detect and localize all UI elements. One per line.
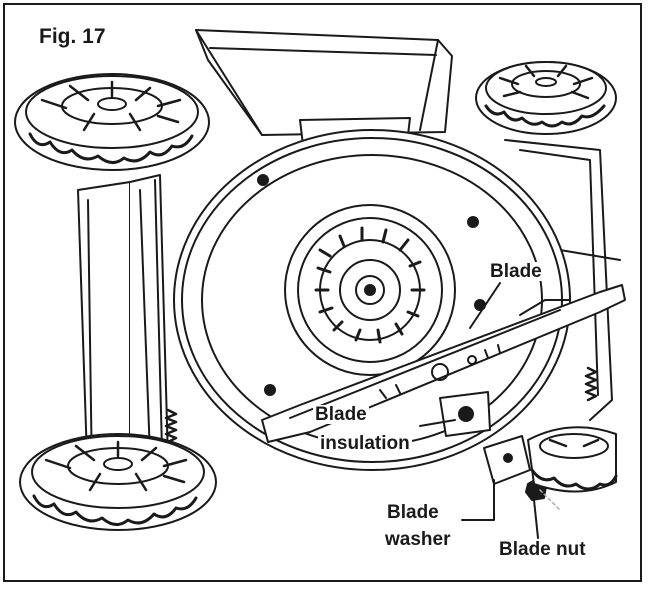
wheel-front-left	[14, 73, 210, 171]
blade-washer	[483, 435, 531, 485]
leader-blade-insulation	[419, 419, 456, 427]
blade-insulation-block	[439, 391, 491, 437]
label-blade-insulation-line1: Blade	[313, 404, 369, 425]
label-blade-insulation-line2: insulation	[318, 433, 412, 454]
leader-blade-washer	[461, 479, 495, 521]
label-blade: Blade	[488, 261, 544, 282]
label-blade-washer-line2: washer	[383, 529, 453, 550]
motor-housing	[284, 204, 456, 376]
wheel-rear-left	[19, 433, 217, 531]
wheel-rear-right	[527, 426, 618, 493]
leader-lines	[419, 282, 539, 539]
blade	[261, 284, 626, 443]
leader-blade	[469, 282, 501, 329]
wheel-front-right	[475, 61, 617, 135]
leader-blade-nut	[533, 499, 539, 539]
label-blade-nut: Blade nut	[497, 539, 588, 560]
rear-flap	[77, 174, 169, 489]
label-blade-washer-line1: Blade	[385, 502, 441, 523]
figure-title: Fig. 17	[39, 25, 106, 48]
height-springs	[164, 366, 598, 444]
